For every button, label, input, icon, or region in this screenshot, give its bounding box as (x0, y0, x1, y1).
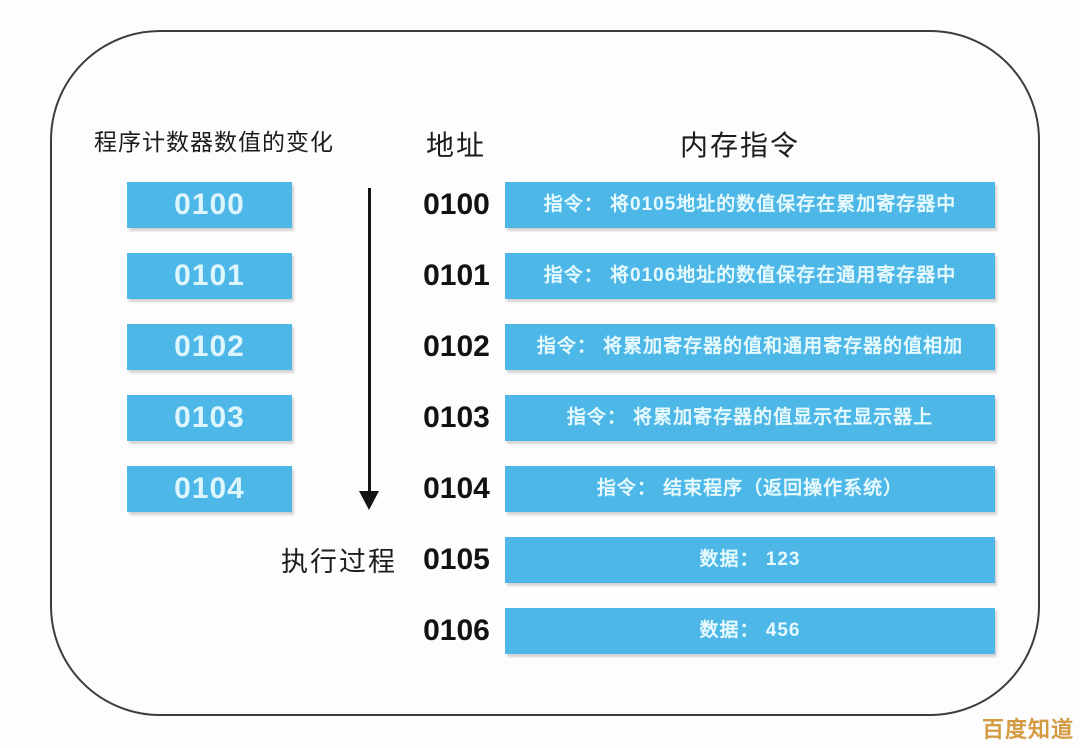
address-label: 0106 (423, 614, 490, 647)
data-bar: 数据： 456 (505, 608, 995, 654)
memory-row: 0104 指令： 结束程序（返回操作系统） (423, 466, 995, 512)
address-column-header: 地址 (426, 130, 487, 161)
address-label: 0104 (423, 472, 490, 505)
data-bar: 数据： 123 (505, 537, 995, 583)
instruction-bar: 指令： 结束程序（返回操作系统） (505, 466, 995, 512)
pc-value-box-0100: 0100 (127, 182, 292, 228)
execution-arrow-line (368, 188, 371, 493)
memory-row: 0100 指令： 将0105地址的数值保存在累加寄存器中 (423, 182, 995, 228)
memory-row: 0103 指令： 将累加寄存器的值显示在显示器上 (423, 395, 995, 441)
pc-value-box-0103: 0103 (127, 395, 292, 441)
memory-row: 0105 数据： 123 (423, 537, 995, 583)
execution-arrow-head-icon (359, 491, 379, 510)
memory-row: 0101 指令： 将0106地址的数值保存在通用寄存器中 (423, 253, 995, 299)
address-label: 0103 (423, 401, 490, 434)
pc-value-box-0102: 0102 (127, 324, 292, 370)
pc-value-box-0104: 0104 (127, 466, 292, 512)
address-label: 0105 (423, 543, 490, 576)
memory-instruction-header: 内存指令 (680, 130, 801, 161)
pc-value-box-0101: 0101 (127, 253, 292, 299)
execution-flow-label: 执行过程 (281, 547, 397, 577)
baidu-zhidao-watermark: 百度知道 (981, 717, 1074, 742)
memory-rows: 0100 指令： 将0105地址的数值保存在累加寄存器中 0101 指令： 将0… (423, 182, 995, 654)
instruction-bar: 指令： 将0105地址的数值保存在累加寄存器中 (505, 182, 995, 228)
rounded-border-frame (50, 30, 1040, 716)
pc-value-boxes: 0100 0101 0102 0103 0104 (127, 182, 292, 512)
instruction-bar: 指令： 将累加寄存器的值和通用寄存器的值相加 (505, 324, 995, 370)
pc-column-header: 程序计数器数值的变化 (94, 129, 334, 155)
address-label: 0101 (423, 259, 490, 292)
address-label: 0102 (423, 330, 490, 363)
memory-row: 0106 数据： 456 (423, 608, 995, 654)
address-label: 0100 (423, 188, 490, 221)
memory-row: 0102 指令： 将累加寄存器的值和通用寄存器的值相加 (423, 324, 995, 370)
instruction-bar: 指令： 将累加寄存器的值显示在显示器上 (505, 395, 995, 441)
instruction-bar: 指令： 将0106地址的数值保存在通用寄存器中 (505, 253, 995, 299)
